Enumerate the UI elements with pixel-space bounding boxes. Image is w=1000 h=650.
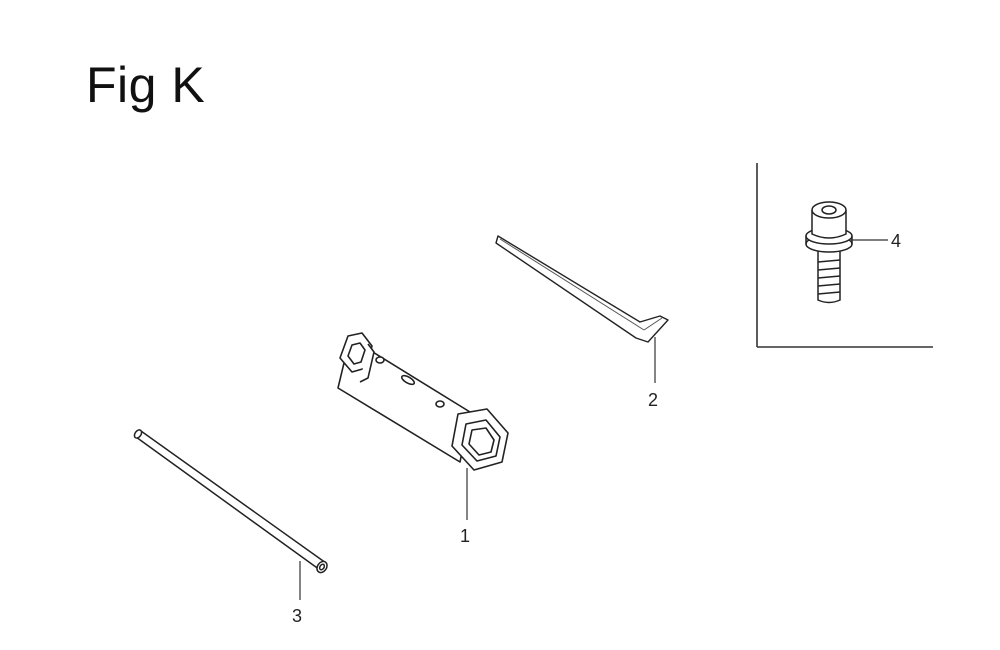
callout-3: 3 xyxy=(292,606,302,626)
socket-cap-bolt-icon xyxy=(805,201,853,304)
inset-frame xyxy=(756,163,933,348)
callout-1: 1 xyxy=(460,526,470,546)
figure-title: Fig K xyxy=(86,57,206,113)
callout-4: 4 xyxy=(891,231,901,251)
tommy-bar-icon xyxy=(133,429,328,574)
hex-key-icon xyxy=(495,235,669,343)
leader-lines xyxy=(299,239,888,600)
box-wrench-icon xyxy=(337,332,509,471)
callout-2: 2 xyxy=(648,390,658,410)
